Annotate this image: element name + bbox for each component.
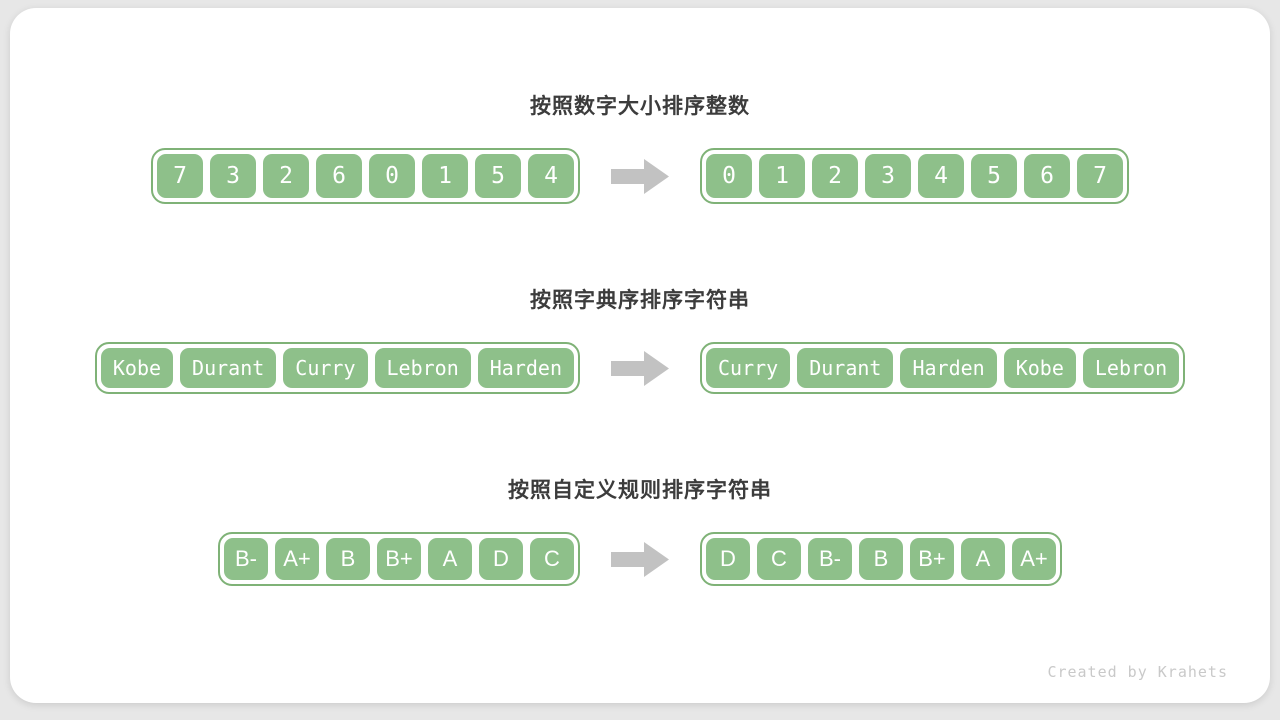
array-cell: 1 [759, 154, 805, 198]
array-cell: 2 [812, 154, 858, 198]
array-cell: B [326, 538, 370, 580]
array-cell: B+ [377, 538, 421, 580]
array-cell: 3 [210, 154, 256, 198]
array-cell: 4 [528, 154, 574, 198]
array-cell: 6 [1024, 154, 1070, 198]
array-cell: Curry [283, 348, 368, 388]
array-cell: Harden [900, 348, 997, 388]
arrow-container [580, 158, 700, 194]
array-cell: 5 [971, 154, 1017, 198]
section-title: 按照字典序排序字符串 [530, 289, 750, 312]
array-cell: Kobe [1003, 348, 1076, 388]
array-cell: 4 [918, 154, 964, 198]
array-cell: Curry [706, 348, 791, 388]
array-cell: C [757, 538, 801, 580]
array-cell: A+ [1012, 538, 1056, 580]
array-cell: 7 [1077, 154, 1123, 198]
watermark: Created by Krahets [1047, 663, 1228, 681]
array-cell: B- [808, 538, 852, 580]
array-cell: D [479, 538, 523, 580]
array-cell: 1 [422, 154, 468, 198]
arrow-right-icon [611, 158, 669, 194]
array-cell: Lebron [1082, 348, 1180, 388]
array-cell: A [428, 538, 472, 580]
array-cell: C [530, 538, 574, 580]
array-cell: 7 [157, 154, 203, 198]
section-title: 按照数字大小排序整数 [530, 95, 750, 118]
array-cell: 5 [475, 154, 521, 198]
arrow-right-icon [611, 350, 669, 386]
array-cell: B+ [910, 538, 954, 580]
array-cell: 3 [865, 154, 911, 198]
array-cell: Durant [797, 348, 894, 388]
array-cell: Durant [180, 348, 277, 388]
arrow-container [580, 350, 700, 386]
array-cell: 6 [316, 154, 362, 198]
array-cell: D [706, 538, 750, 580]
arrow-right-icon [611, 541, 669, 577]
array-cell: 2 [263, 154, 309, 198]
array-cell: Kobe [100, 348, 174, 388]
array-cell: B [859, 538, 903, 580]
arrow-container [580, 541, 700, 577]
array-cell: 0 [706, 154, 752, 198]
array-cell: B- [224, 538, 268, 580]
array-cell: Harden [477, 348, 574, 388]
array-cell: A+ [275, 538, 319, 580]
array-cell: 0 [369, 154, 415, 198]
array-cell: Lebron [374, 348, 471, 388]
array-cell: A [961, 538, 1005, 580]
section-title: 按照自定义规则排序字符串 [508, 479, 772, 502]
